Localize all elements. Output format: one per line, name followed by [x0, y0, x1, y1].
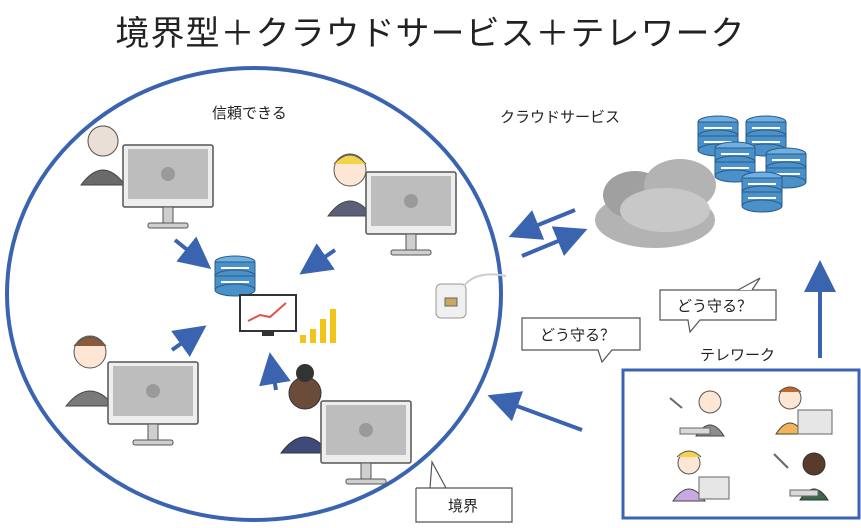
callout-bubble-3 [415, 459, 513, 523]
label-telework: テレワーク [700, 346, 776, 364]
central-report-icon [239, 294, 297, 336]
office-user-top-left [80, 125, 214, 229]
diagram-title: 境界型＋クラウドサービス＋テレワーク [115, 14, 746, 54]
office-user-top-right [327, 153, 457, 256]
router-icon [435, 273, 507, 319]
callout-bubble-1 [659, 289, 777, 334]
arrow-user4-to-server [259, 352, 291, 391]
callout-boundary: 境界 [448, 497, 479, 515]
arrow-cloud-to-boundary [508, 208, 576, 240]
office-user-bottom-left [64, 335, 199, 446]
callout-how-to-protect-1: どう守る？ [677, 297, 753, 315]
cloud-icon [595, 159, 716, 248]
arrow-telework-to-boundary [487, 391, 583, 432]
cloud-servers-icon [697, 115, 807, 213]
boundary-circle [5, 66, 503, 522]
telework-user-2 [775, 386, 833, 435]
arrow-boundary-to-cloud [521, 226, 588, 258]
label-cloud-service: クラウドサービス [500, 108, 621, 126]
label-trusted: 信頼できる [212, 104, 287, 122]
telework-user-1 [669, 390, 725, 437]
callout-bubble-2 [521, 317, 641, 364]
office-user-bottom-center [279, 364, 412, 485]
arrow-user2-to-server [299, 243, 337, 275]
telework-user-3 [672, 450, 730, 502]
bar-chart-icon [300, 309, 336, 343]
arrow-user3-to-server [170, 325, 207, 357]
callout-how-to-protect-2: どう守る？ [540, 326, 616, 344]
central-server-icon [214, 255, 256, 297]
telework-user-4 [773, 452, 829, 501]
arrow-user1-to-server [173, 236, 212, 269]
callout-bubble-1-tail [737, 277, 761, 291]
